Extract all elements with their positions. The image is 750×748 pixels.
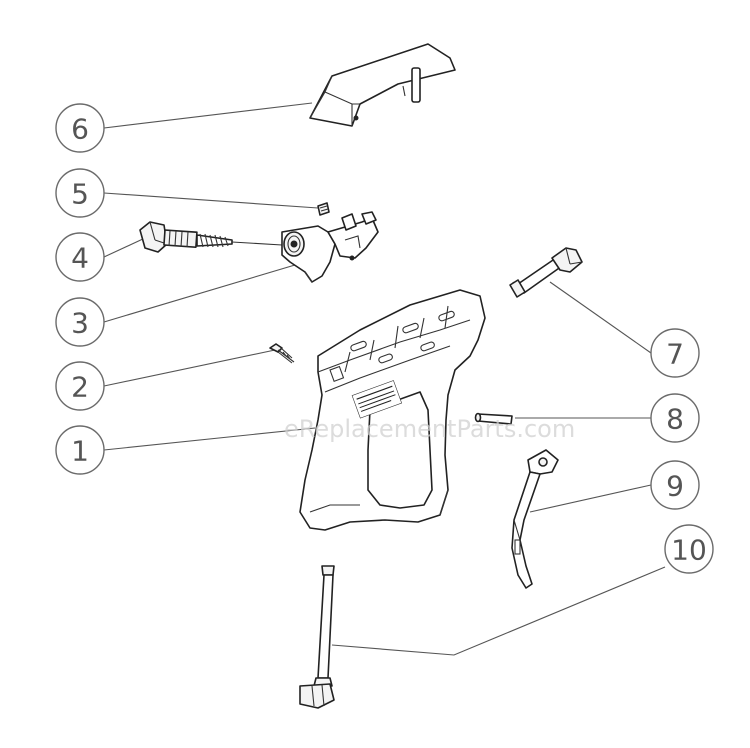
part-7-inlet-tube[interactable] bbox=[509, 247, 583, 298]
callout-10[interactable]: 10 bbox=[664, 524, 714, 574]
leader-lines bbox=[103, 102, 666, 656]
callout-2-label: 2 bbox=[71, 371, 89, 404]
callout-8-label: 8 bbox=[666, 403, 684, 436]
leader-3 bbox=[103, 261, 306, 323]
callout-6-label: 6 bbox=[71, 113, 89, 146]
callout-10-label: 10 bbox=[671, 534, 707, 567]
leader-5 bbox=[103, 192, 319, 209]
callout-8[interactable]: 8 bbox=[650, 393, 700, 443]
callout-1[interactable]: 1 bbox=[55, 425, 105, 475]
part-4-adjusting-screw[interactable] bbox=[139, 221, 283, 253]
callout-3[interactable]: 3 bbox=[55, 297, 105, 347]
part-3-valve-body[interactable] bbox=[281, 211, 379, 283]
callout-2[interactable]: 2 bbox=[55, 361, 105, 411]
part-8-pin[interactable] bbox=[474, 412, 513, 425]
leader-10 bbox=[331, 566, 666, 656]
callout-4-label: 4 bbox=[71, 242, 89, 275]
callout-9-label: 9 bbox=[666, 470, 684, 503]
callout-3-label: 3 bbox=[71, 307, 89, 340]
callout-6[interactable]: 6 bbox=[55, 103, 105, 153]
part-6-trigger-lever[interactable] bbox=[309, 43, 456, 127]
callout-7-label: 7 bbox=[666, 338, 684, 371]
handle-warning-decal bbox=[351, 380, 403, 419]
leader-9 bbox=[529, 484, 652, 513]
callout-5-label: 5 bbox=[71, 178, 89, 211]
callout-1-label: 1 bbox=[71, 435, 89, 468]
part-5-set-screw[interactable] bbox=[317, 202, 330, 216]
callout-7[interactable]: 7 bbox=[650, 328, 700, 378]
leader-6 bbox=[103, 102, 313, 129]
leader-4 bbox=[103, 237, 146, 258]
leader-7 bbox=[549, 281, 652, 354]
leader-1 bbox=[103, 427, 316, 451]
part-2-screw[interactable] bbox=[269, 343, 295, 364]
part-9-trigger[interactable] bbox=[511, 449, 559, 589]
callout-9[interactable]: 9 bbox=[650, 460, 700, 510]
part-10-extension-tube[interactable] bbox=[299, 565, 335, 709]
callout-5[interactable]: 5 bbox=[55, 168, 105, 218]
part-1-gun-handle[interactable] bbox=[299, 289, 486, 531]
callout-4[interactable]: 4 bbox=[55, 232, 105, 282]
watermark-text: eReplacementParts.com bbox=[284, 415, 575, 443]
leader-2 bbox=[103, 349, 276, 387]
